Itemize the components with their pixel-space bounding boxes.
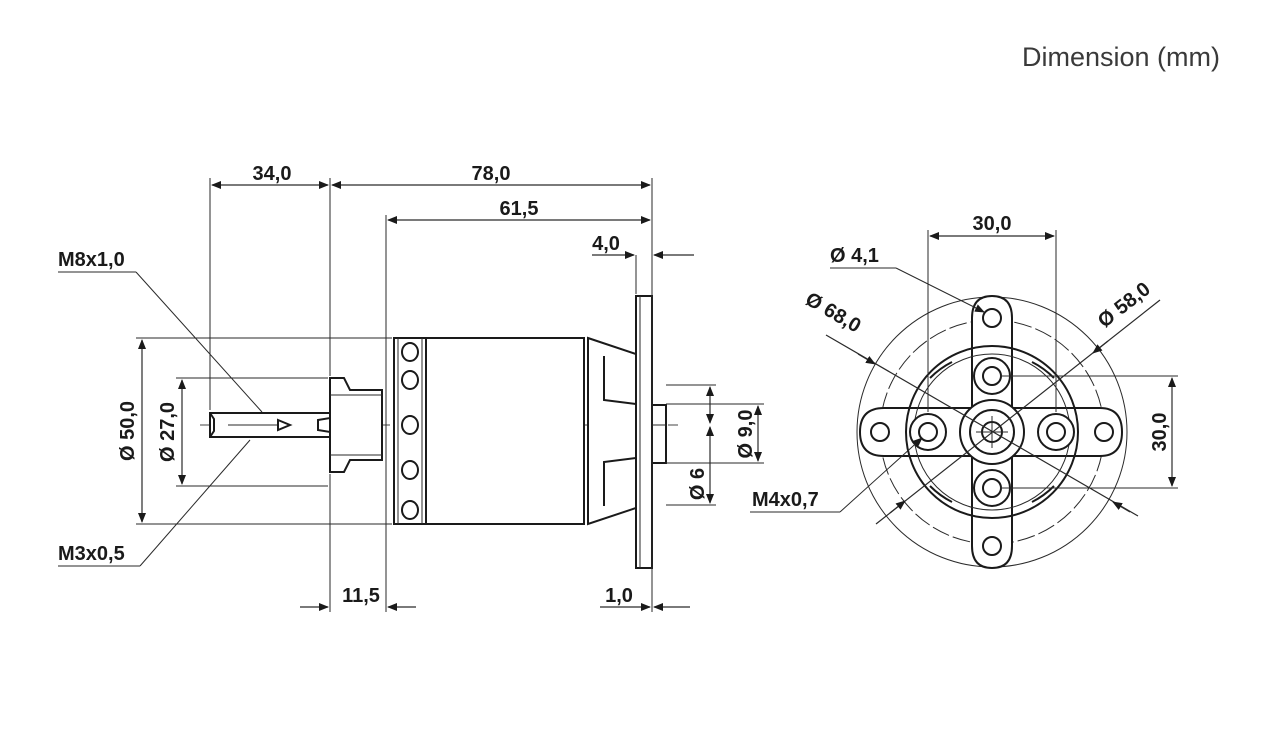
dim-body-diameter: Ø 50,0	[117, 401, 139, 461]
hole-outer-left	[870, 422, 890, 442]
dim-plate-thickness: 4,0	[592, 233, 620, 255]
shaft-thread-tip	[277, 418, 293, 432]
label-hole-diameter: Ø 4,1	[830, 245, 879, 267]
dim-hole-spacing-h: 30,0	[973, 213, 1012, 235]
side-view: 34,0 78,0 61,5 4,0 Ø 50,0 Ø 27,0 Ø 9,0 Ø…	[58, 163, 764, 612]
dim-arrow-outer-dia-2	[1112, 501, 1131, 513]
hole-m4-left	[918, 422, 938, 442]
bell-vent	[401, 370, 419, 390]
bell-vent	[401, 460, 419, 480]
dim-rear-shaft-diameter: Ø 6	[687, 468, 709, 500]
stator-arm-top	[603, 356, 637, 405]
prop-collet	[329, 377, 383, 473]
leader-m4	[839, 437, 923, 513]
dim-boss-diameter: Ø 9,0	[735, 410, 757, 459]
dim-arrow-bolt-1	[1092, 340, 1109, 354]
leader-m3	[139, 439, 251, 567]
leader-m8	[135, 271, 263, 413]
dim-collet-diameter: Ø 27,0	[157, 402, 179, 462]
motor-body	[425, 337, 585, 525]
stator-arm-bottom	[603, 457, 637, 506]
dim-bolt-circle: Ø 58,0	[1094, 278, 1155, 332]
dim-total-length: 78,0	[472, 163, 511, 185]
hole-outer-top	[982, 308, 1002, 328]
rear-shaft-boss	[651, 404, 667, 464]
dim-line-outer-dia	[825, 334, 1139, 517]
dim-shaft-length: 34,0	[253, 163, 292, 185]
hole-m4-top	[982, 366, 1002, 386]
dim-body-length: 61,5	[500, 198, 539, 220]
front-view: 30,0 30,0 Ø 4,1 Ø 68,0 Ø 58,0 M4x0,7	[750, 213, 1178, 570]
bell-vent	[401, 415, 419, 435]
rotor-bell-ring	[393, 337, 427, 525]
dim-arrow-bolt-2	[889, 500, 906, 514]
dim-line-bolt-circle	[875, 299, 1161, 525]
vent-slot	[929, 361, 953, 379]
dim-rear-offset: 1,0	[605, 585, 633, 607]
rear-stator	[587, 336, 637, 526]
hole-outer-right	[1094, 422, 1114, 442]
label-mount-thread: M4x0,7	[752, 489, 819, 511]
shaft-tip-chamfer	[209, 412, 215, 438]
vent-slot	[929, 485, 953, 503]
collet-nut-tip	[317, 416, 331, 434]
dim-collet-length: 11,5	[342, 585, 380, 607]
hole-outer-bottom	[982, 536, 1002, 556]
bell-vent	[401, 342, 419, 362]
leader-hole	[895, 267, 985, 313]
stator-ring	[905, 345, 1079, 519]
hole-m4-right	[1046, 422, 1066, 442]
label-shaft-thread: M8x1,0	[58, 249, 125, 271]
mount-plate	[635, 295, 653, 569]
dim-hole-spacing-v: 30,0	[1149, 413, 1171, 452]
hole-m4-bottom	[982, 478, 1002, 498]
page-title: Dimension (mm)	[1021, 42, 1220, 72]
label-tip-thread: M3x0,5	[58, 543, 125, 565]
dim-outer-diameter: Ø 68,0	[801, 288, 864, 337]
dim-arrow-outer-dia-1	[857, 353, 876, 365]
bell-vent	[401, 500, 419, 520]
